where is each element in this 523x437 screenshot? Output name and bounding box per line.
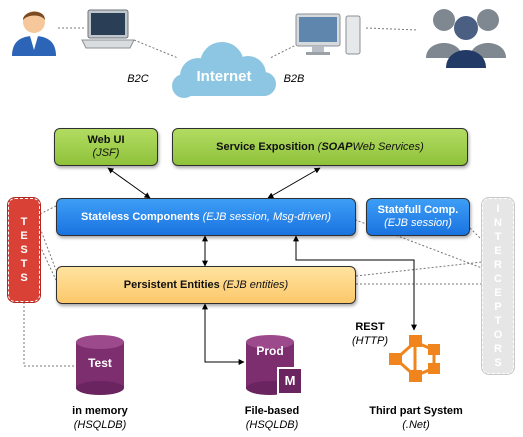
tests-tab-letter: S xyxy=(20,244,28,256)
arrow-links xyxy=(107,167,417,365)
file-based-caption: File-based xyxy=(244,405,300,417)
interceptors-tab-letter: C xyxy=(494,273,502,285)
in-memory-tech: (HSQLDB) xyxy=(73,419,127,431)
interceptors-tab-letter: I xyxy=(496,203,500,215)
interceptors-tab-letter: T xyxy=(494,231,502,243)
interceptors-tab-letter: O xyxy=(493,329,503,341)
internet-label: Internet xyxy=(196,68,252,85)
internet-cloud-icon xyxy=(172,42,276,98)
statefull-subtitle: (EJB session) xyxy=(384,217,452,229)
rest-protocol: (HTTP) xyxy=(351,335,389,347)
user-group-icon xyxy=(426,9,506,68)
interceptors-tab-letter: P xyxy=(494,301,502,313)
statefull-components-box: Statefull Comp. (EJB session) xyxy=(366,198,470,236)
interceptors-tab-letter: E xyxy=(494,287,502,299)
laptop-icon xyxy=(81,9,135,49)
third-party-caption: Third part System xyxy=(369,405,463,417)
service-exposition-tech: Web Services) xyxy=(352,140,424,153)
network-system-icon xyxy=(389,335,440,382)
service-exposition-box: Service Exposition (SOAP Web Services) xyxy=(172,128,468,166)
prod-db-label: Prod xyxy=(256,344,284,358)
tests-tab-letter: S xyxy=(20,272,28,284)
b2b-label: B2B xyxy=(283,73,305,85)
service-exposition-title: Service Exposition xyxy=(216,140,315,153)
test-database-icon xyxy=(76,335,124,395)
tests-tab-letter: E xyxy=(20,230,28,242)
stateless-subtitle: (EJB session, Msg-driven) xyxy=(202,210,332,223)
stateless-components-box: Stateless Components (EJB session, Msg-d… xyxy=(56,198,356,236)
file-based-tech: (HSQLDB) xyxy=(245,419,299,431)
interceptors-tab-letter: R xyxy=(494,259,502,271)
prod-database-icon xyxy=(246,335,303,395)
user-icon xyxy=(12,11,56,56)
interceptors-tab-letter: R xyxy=(494,343,502,355)
stateless-title: Stateless Components xyxy=(80,210,200,223)
interceptors-tab-letter: S xyxy=(494,357,502,369)
third-party-tech: (.Net) xyxy=(402,419,430,431)
b2c-label: B2C xyxy=(127,73,149,85)
mysql-badge: M xyxy=(284,373,296,388)
interceptors-tab-letter: E xyxy=(494,245,502,257)
service-exposition-protocol: SOAP xyxy=(321,140,353,153)
tests-tab-letter: T xyxy=(20,216,28,228)
web-ui-box: Web UI (JSF) xyxy=(54,128,158,166)
interceptors-tab-letter: N xyxy=(494,217,502,229)
persistent-entities-box: Persistent Entities (EJB entities) xyxy=(56,266,356,304)
persistent-subtitle: (EJB entities) xyxy=(222,278,289,291)
web-ui-title: Web UI xyxy=(87,134,125,146)
statefull-title: Statefull Comp. xyxy=(377,204,459,216)
persistent-title: Persistent Entities xyxy=(123,278,220,291)
web-ui-subtitle: (JSF) xyxy=(92,147,120,159)
rest-label: REST xyxy=(355,321,385,333)
tests-tab-letter: T xyxy=(20,258,28,270)
desktop-computer-icon xyxy=(295,13,361,55)
in-memory-caption: in memory xyxy=(72,405,128,417)
interceptors-tab-letter: T xyxy=(494,315,502,327)
test-db-label: Test xyxy=(88,356,112,370)
